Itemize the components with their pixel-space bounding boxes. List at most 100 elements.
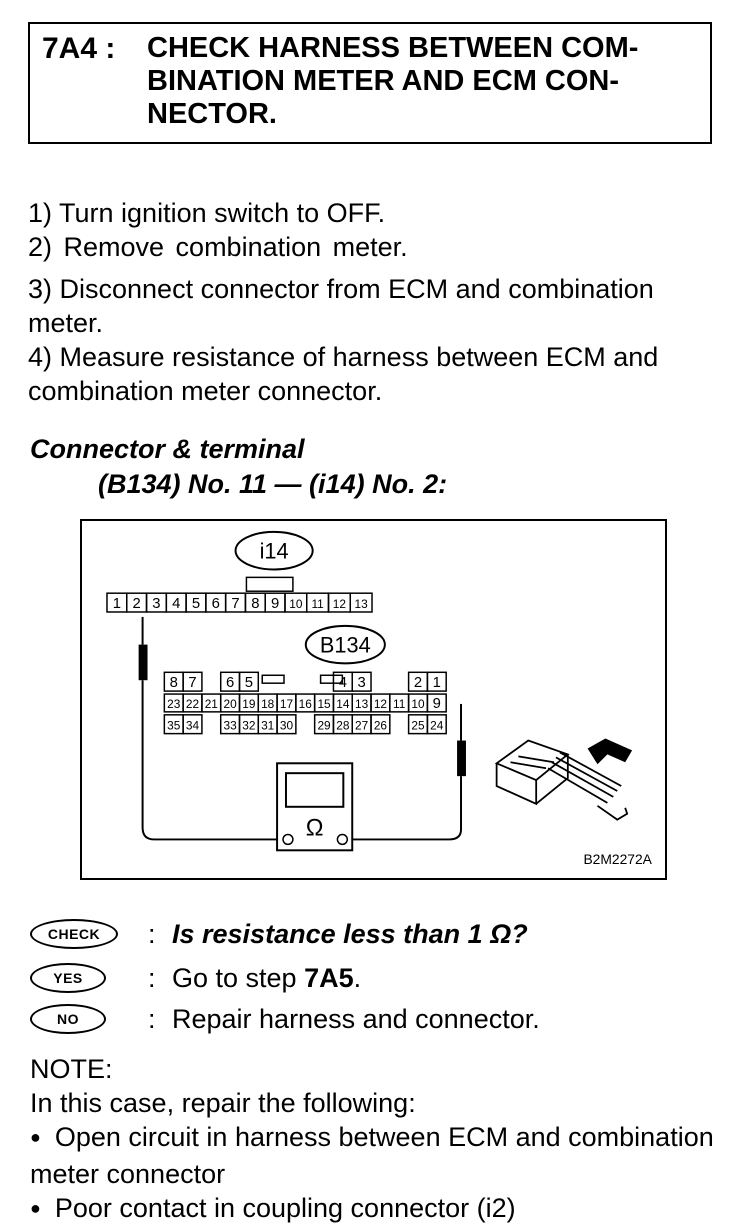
b134-pin-33: 33 (224, 719, 238, 733)
no-answer: Repair harness and connector. (172, 1003, 540, 1034)
b134-pin-3-cell (351, 671, 372, 692)
step-2: 2) Remove combination meter. (28, 232, 408, 262)
i14-pin-1: 1 (113, 596, 121, 612)
b134-label-ellipse (304, 624, 386, 665)
b134-pin-25: 25 (411, 719, 425, 733)
step-3: 3) Disconnect connector from ECM and com… (28, 274, 654, 338)
procedure-steps: 1) Turn ignition switch to OFF. 2) Remov… (28, 196, 718, 408)
b134-pin-13: 13 (355, 697, 369, 711)
step-title: CHECK HARNESS BETWEEN COM-BINATION METER… (147, 32, 639, 130)
b134-pin-27: 27 (355, 719, 368, 733)
b134-pin-7-cell (182, 671, 203, 692)
yes-badge-icon: YES (30, 963, 106, 993)
note-section: NOTE: In this case, repair the following… (30, 1052, 720, 1228)
connector-terminal-spec: (B134) No. 11 — (i14) No. 2: (98, 469, 448, 499)
right-test-lead (348, 776, 463, 841)
ohmmeter-symbol: Ω (306, 815, 324, 841)
b134-lock-tab-2 (319, 674, 344, 684)
b134-pin-14: 14 (336, 697, 350, 711)
right-probe-handle (457, 740, 466, 777)
b134-pin-21: 21 (205, 697, 219, 711)
step-id: 7A4 : (42, 32, 116, 65)
b134-pin-29: 29 (317, 719, 331, 733)
note-title: NOTE: (30, 1054, 113, 1084)
yes-answer: Go to step 7A5. (172, 963, 361, 994)
ohmmeter-display (284, 772, 345, 808)
b134-pin-9-cell (426, 693, 447, 713)
i14-pin-6: 6 (212, 596, 220, 612)
no-colon: : (148, 1003, 156, 1034)
b134-pin-12: 12 (374, 697, 387, 711)
no-row: NO : Repair harness and connector. (30, 1001, 710, 1037)
note-item-2: Poor contact in coupling connector (i2) (30, 1191, 720, 1228)
i14-lock-tab (245, 576, 294, 592)
i14-pin-8: 8 (251, 596, 259, 612)
b134-pin-24-cell (426, 714, 447, 735)
i14-pin-3: 3 (152, 596, 160, 612)
i14-pin-11: 11 (311, 597, 324, 611)
i14-pin-2: 2 (133, 596, 141, 612)
check-row: CHECK : Is resistance less than 1 Ω? (30, 916, 710, 952)
yes-colon: : (148, 962, 156, 993)
ohmmeter-left-jack (282, 833, 294, 846)
check-badge-icon: CHECK (30, 919, 118, 949)
b134-lock-tab-1 (261, 674, 285, 684)
b134-pin-30-cell (276, 714, 297, 735)
b134-pin-5-cell (238, 671, 260, 692)
yes-step-link: 7A5 (304, 962, 354, 993)
b134-pin-11: 11 (393, 697, 406, 711)
b134-pin-28: 28 (336, 719, 350, 733)
b134-pin-18: 18 (261, 697, 275, 711)
step-header-box: 7A4 : CHECK HARNESS BETWEEN COM-BINATION… (28, 22, 712, 144)
b134-pin-35: 35 (167, 719, 181, 733)
i14-pin-13-cell (349, 592, 373, 613)
i14-pin-7: 7 (231, 596, 239, 612)
b134-pin-2: 2 (414, 675, 422, 691)
b134-pin-3: 3 (358, 675, 366, 691)
i14-label-ellipse (234, 530, 314, 571)
left-test-lead (141, 680, 282, 841)
i14-pin-4: 4 (172, 596, 180, 612)
b134-pin-16: 16 (299, 697, 313, 711)
step-4: 4) Measure resistance of harness between… (28, 342, 659, 406)
note-intro: In this case, repair the following: (30, 1088, 416, 1118)
b134-pin-22: 22 (186, 697, 199, 711)
b134-pin-26: 26 (374, 719, 388, 733)
b134-pin-17: 17 (280, 697, 293, 711)
b134-pin-1-cell (426, 671, 447, 692)
b134-pin-9: 9 (433, 696, 441, 712)
b134-pin-24: 24 (430, 719, 444, 733)
b134-pin-23: 23 (167, 697, 181, 711)
b134-pin-34-cell (182, 714, 203, 735)
note-item-1: Open circuit in harness between ECM and … (30, 1120, 720, 1191)
i14-label: i14 (260, 539, 289, 564)
b134-pin-32: 32 (242, 719, 255, 733)
check-question: Is resistance less than 1 Ω? (172, 918, 528, 949)
b134-pin-8: 8 (170, 675, 178, 691)
i14-pin-10: 10 (289, 597, 303, 611)
i14-pin-5: 5 (192, 596, 200, 612)
yes-row: YES : Go to step 7A5. (30, 960, 710, 996)
b134-pin-6: 6 (226, 675, 234, 691)
connector-sketch-icon (494, 739, 629, 821)
i14-pin-13: 13 (355, 597, 369, 611)
step-1: 1) Turn ignition switch to OFF. (28, 198, 386, 228)
yes-suffix: . (353, 962, 362, 993)
b134-pin-1: 1 (433, 675, 441, 691)
check-colon: : (148, 918, 156, 949)
b134-pin-20: 20 (224, 697, 238, 711)
b134-pin-5: 5 (245, 675, 253, 691)
figure-code: B2M2272A (583, 851, 652, 867)
b134-pin-15: 15 (317, 697, 331, 711)
b134-pin-34: 34 (186, 719, 200, 733)
b134-label: B134 (320, 633, 371, 658)
connector-terminal-label: Connector & terminal (30, 434, 305, 464)
b134-pin-31: 31 (261, 719, 275, 733)
i14-pin-9: 9 (271, 596, 279, 612)
ohmmeter-right-jack (336, 833, 349, 846)
b134-pin-10: 10 (411, 697, 425, 711)
no-badge-icon: NO (30, 1004, 106, 1034)
